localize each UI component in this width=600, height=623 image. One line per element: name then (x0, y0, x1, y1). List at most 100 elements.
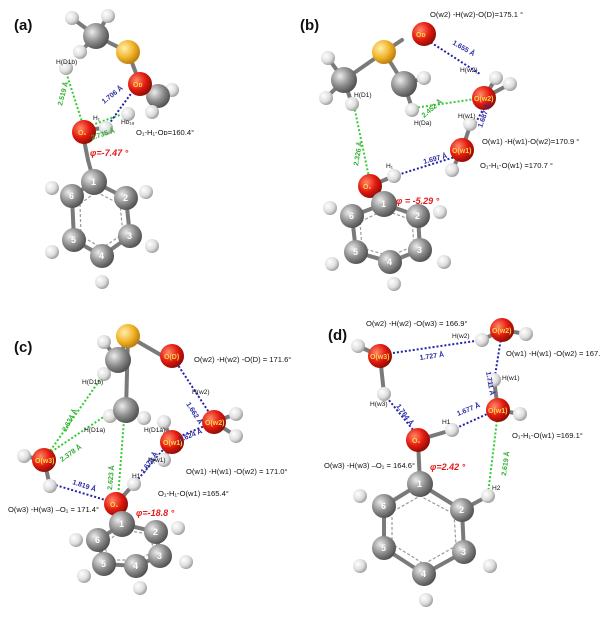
oxygen-atom-ow2 (472, 86, 496, 110)
hydrogen-atom (145, 105, 159, 119)
hydrogen-label: H1 (442, 419, 451, 426)
hydrogen-atom (95, 275, 109, 289)
hydrogen-atom (229, 407, 243, 421)
hydrogen-label: H(D1b) (82, 379, 103, 386)
hydrogen-atom (437, 255, 451, 269)
oxygen-atom-ow3 (32, 448, 56, 472)
panel-b-label: (b) (300, 17, 319, 34)
hydrogen-atom (179, 555, 193, 569)
hydrogen-atom (503, 77, 517, 91)
carbon-atom-6 (86, 528, 110, 552)
angle-equation: O₁-H₁-O(w1) =169.1° (512, 431, 583, 440)
carbon-label: 2 (415, 211, 420, 221)
carbon-atom-6 (60, 184, 84, 208)
carbon-label: 5 (101, 559, 106, 569)
oxygen-label: O(w2) (205, 420, 224, 427)
oxygen-atom-ow1 (486, 398, 510, 422)
carbon-atom-4 (124, 554, 148, 578)
dihedral-phi: φ = -5.29 ° (396, 196, 440, 206)
hydrogen-atom (45, 181, 59, 195)
distance-label: 1.624 Å (177, 426, 203, 444)
carbon-label: 5 (71, 235, 76, 245)
carbon-label: 6 (381, 501, 386, 511)
carbon-atom-1 (371, 191, 397, 217)
carbon-label: 5 (353, 247, 358, 257)
hydrogen-atom-h1 (127, 477, 141, 491)
angle-equation: O₁-H₁-Oᴅ=160.4° (136, 128, 194, 137)
hydrogen-atom (323, 201, 337, 215)
carbon-atom-1 (407, 471, 433, 497)
sulfur-atom (116, 40, 140, 64)
panel-d-label: (d) (328, 327, 347, 344)
hydrogen-label: H(w2) (452, 333, 470, 340)
hydrogen-label: H(w1) (148, 457, 166, 464)
oxygen-atom-ow1 (450, 138, 474, 162)
hydrogen-label: H2 (492, 485, 501, 492)
oxygen-label: O(w3) (370, 354, 389, 361)
carbon-label: 3 (127, 231, 132, 241)
carbon-atom-1 (109, 511, 135, 537)
sulfur-atom (116, 324, 140, 348)
hydrogen-atom (157, 415, 171, 429)
oxygen-label: O₁ (363, 184, 371, 191)
hydrogen-atom (353, 559, 367, 573)
panel-d: (d) (324, 318, 600, 607)
carbon-atom-5 (372, 536, 396, 560)
angle-equation: O₁-H₁-O(w1) =170.7 ° (480, 161, 553, 170)
distance-label: 1.706 Å (100, 83, 125, 105)
oxygen-label: O(w1) (488, 408, 507, 415)
hydrogen-atom (171, 521, 185, 535)
angle-equation: O(w3) -H(w3) –O₁ = 164.6° (324, 461, 415, 470)
carbon-atom (146, 84, 170, 108)
hydrogen-atom (319, 91, 333, 105)
oxygen-label: O₁ (110, 502, 118, 509)
angle-equation: O₁-H₁-O(w1) =165.4° (158, 489, 229, 498)
oxygen-label: Oᴅ (133, 82, 142, 89)
oxygen-atom-ow2 (202, 410, 226, 434)
carbon-label: 2 (153, 527, 158, 537)
panel-c-hbonds (47, 355, 215, 503)
angle-equation: O(w1) -H(w1) -O(w2) = 171.0° (186, 467, 288, 476)
dihedral-phi: φ=-7.47 ° (90, 148, 129, 158)
hydrogen-atom (101, 9, 115, 23)
hydrogen-atom (65, 11, 79, 25)
carbon-label: 4 (387, 257, 392, 267)
oxygen-label: O(w2) (474, 96, 493, 103)
distance-label: 1.662 Å (184, 400, 205, 426)
distance-label: 1.727 Å (419, 350, 445, 362)
hydrogen-atom (97, 335, 111, 349)
carbon-atom (105, 347, 131, 373)
carbon-label: 1 (91, 177, 96, 187)
hydrogen-atom (489, 71, 503, 85)
panel-b: (b) (300, 10, 579, 291)
carbon-atom-2 (114, 186, 138, 210)
carbon-atom-2 (144, 520, 168, 544)
carbon-label: 6 (69, 191, 74, 201)
hydrogen-atom-h2 (481, 489, 495, 503)
hydrogen-label: H1 (132, 473, 141, 480)
oxygen-atom-o1 (104, 492, 128, 516)
oxygen-label: O(w2) (492, 328, 511, 335)
angle-equation: O(w2) -H(w2) -O(w3) = 166.9° (366, 319, 468, 328)
hydrogen-label: H(D1) (354, 92, 372, 99)
angle-equation: O(w3) -H(w3) –O₁ = 171.4° (8, 505, 99, 514)
hydrogen-atom (43, 479, 57, 493)
carbon-atom-5 (92, 552, 116, 576)
carbon-label: 3 (157, 551, 162, 561)
carbon-label: 1 (119, 519, 124, 529)
panel-a-labels: 1 2 3 4 5 6 O₁ Oᴅ H(D1b) H₁ Hᴅ₁ₐ 2.519 Å… (55, 59, 194, 261)
carbon-label: 6 (95, 535, 100, 545)
hydrogen-atom (417, 71, 431, 85)
oxygen-label: O(w1) (452, 148, 471, 155)
hydrogen-atom (121, 107, 135, 121)
panel-d-labels: 1 2 3 4 5 6 O(w3) O(w2) O(w1) O₁ H(w2) H… (324, 319, 600, 579)
hydrogen-atom (229, 429, 243, 443)
hydrogen-label: Hᴅ₁ₐ (121, 119, 135, 126)
carbon-atom-2 (406, 204, 430, 228)
hydrogen-atom (77, 569, 91, 583)
hydrogen-atom (59, 61, 73, 75)
hydrogen-label: H(D1b) (56, 59, 77, 66)
panel-b-atoms (319, 22, 517, 291)
distance-label: 1.764 Å (394, 402, 415, 427)
